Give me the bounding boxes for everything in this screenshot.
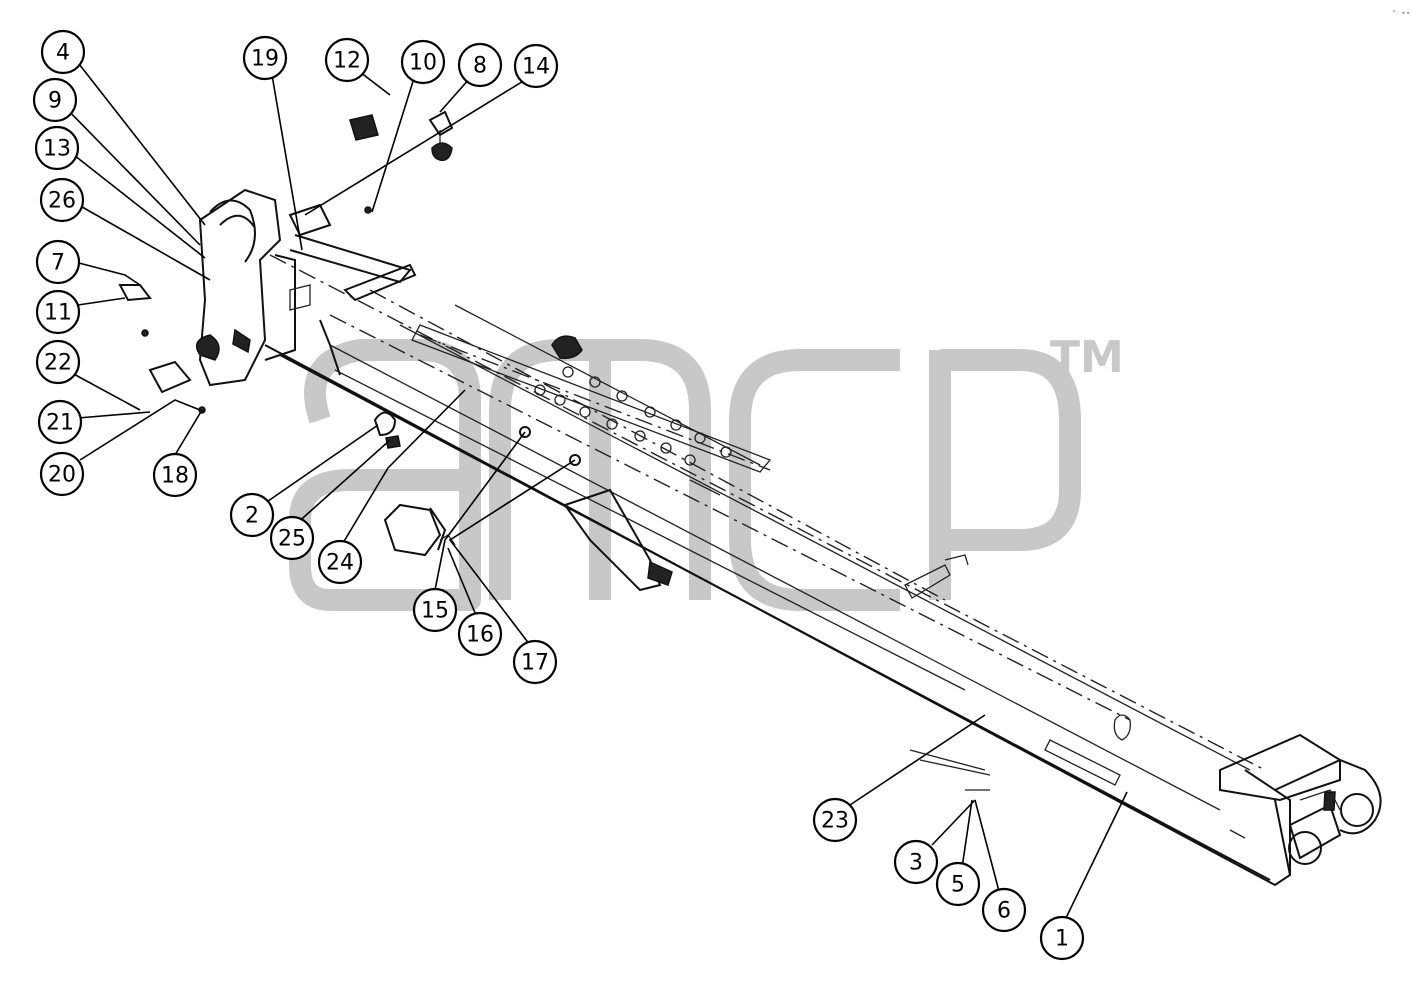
svg-text:20: 20 [48, 463, 76, 488]
callout-2: 2 [229, 492, 275, 538]
callout-17: 17 [512, 639, 558, 685]
svg-text:1: 1 [1055, 927, 1069, 952]
svg-text:25: 25 [278, 527, 306, 552]
callout-19: 19 [242, 35, 288, 81]
callout-1: 1 [1039, 915, 1085, 961]
svg-text:8: 8 [473, 54, 487, 79]
svg-text:2: 2 [245, 504, 259, 529]
callout-16: 16 [457, 611, 503, 657]
callout-12: 12 [324, 37, 370, 83]
callout-18: 18 [152, 452, 198, 498]
callout-8: 8 [457, 42, 503, 88]
svg-text:16: 16 [466, 623, 494, 648]
svg-text:24: 24 [326, 551, 354, 576]
svg-text:10: 10 [409, 51, 437, 76]
svg-text:21: 21 [46, 411, 74, 436]
corner-mark: °· ••• [1392, 9, 1412, 18]
svg-text:17: 17 [521, 651, 549, 676]
callout-21: 21 [37, 399, 83, 445]
watermark-tm: TM [1050, 332, 1124, 383]
svg-text:22: 22 [44, 351, 72, 376]
svg-text:14: 14 [522, 55, 550, 80]
callout-14: 14 [513, 43, 559, 89]
leader-lines [59, 54, 1128, 921]
boom-assembly [195, 188, 1382, 887]
callout-6: 6 [981, 887, 1027, 933]
callout-26: 26 [39, 177, 85, 223]
svg-text:11: 11 [44, 301, 72, 326]
callout-4: 4 [40, 29, 86, 75]
svg-text:12: 12 [333, 49, 361, 74]
callout-7: 7 [35, 239, 81, 285]
callout-10: 10 [400, 39, 446, 85]
svg-text:23: 23 [821, 809, 849, 834]
svg-text:3: 3 [909, 851, 923, 876]
callout-15: 15 [412, 587, 458, 633]
svg-text:26: 26 [48, 189, 76, 214]
svg-text:9: 9 [48, 89, 62, 114]
callout-9: 9 [32, 77, 78, 123]
loose-parts [118, 110, 991, 791]
callouts: 4 9 13 26 7 11 22 21 20 19 12 10 8 14 18… [32, 29, 1085, 961]
callout-23: 23 [812, 797, 858, 843]
svg-text:15: 15 [421, 599, 449, 624]
callout-5: 5 [935, 861, 981, 907]
callout-25: 25 [269, 515, 315, 561]
callout-13: 13 [34, 125, 80, 171]
watermark-logo: TM [289, 332, 1124, 611]
callout-11: 11 [35, 289, 81, 335]
svg-text:18: 18 [161, 464, 189, 489]
svg-text:7: 7 [51, 251, 65, 276]
svg-text:13: 13 [43, 137, 71, 162]
callout-24: 24 [317, 539, 363, 585]
callout-22: 22 [35, 339, 81, 385]
callout-20: 20 [39, 451, 85, 497]
svg-text:19: 19 [251, 47, 279, 72]
svg-text:5: 5 [951, 873, 965, 898]
svg-text:4: 4 [56, 41, 70, 66]
svg-text:6: 6 [997, 899, 1011, 924]
callout-3: 3 [893, 839, 939, 885]
